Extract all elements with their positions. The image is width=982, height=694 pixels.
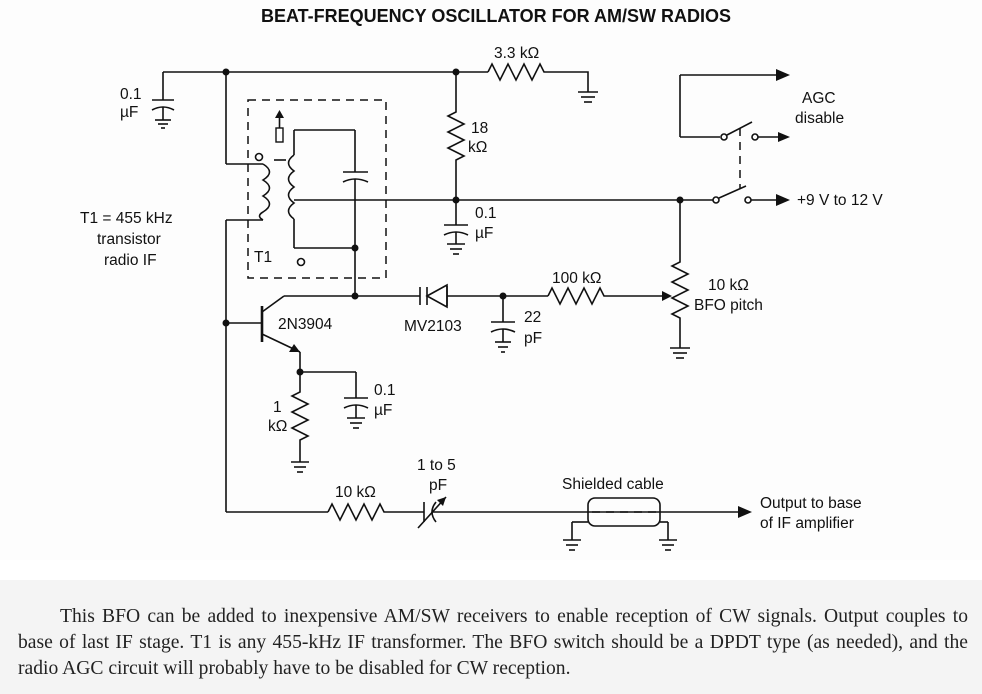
cable-label: Shielded cable [562,476,664,493]
c-22pf-value-label: 22 [524,309,541,326]
trimmer-value-label: 1 to 5 [417,457,456,474]
shielded-cable: Shielded cable [562,476,677,551]
capacitor-c1: 0.1 µF [120,72,175,129]
top-rail [163,68,488,76]
collector-line [261,244,420,313]
t1-desc-line3: radio IF [104,252,157,269]
t1-primary-coil [226,152,271,221]
supply-line [294,196,713,204]
r-3k3-label: 3.3 kΩ [494,45,539,62]
t1-tuning-capacitor [342,130,369,248]
trimmer-unit-label: pF [429,477,447,494]
capacitor-22pf: 22 pF [490,296,542,353]
r-1k-unit-label: kΩ [268,418,287,435]
c-emitter-value-label: 0.1 [374,382,396,399]
t1-secondary-coil [274,129,355,267]
emitter-network: 1 kΩ 0.1 µF [268,368,396,473]
varactor-label: MV2103 [404,318,462,335]
agc-label-line1: AGC [802,90,836,107]
resistor-3k3: 3.3 kΩ [487,45,598,103]
c-emitter-unit-label: µF [374,402,392,419]
c1-unit-label: µF [120,104,138,121]
r-18k-value-label: 18 [471,120,488,137]
t1-label: T1 [254,249,272,266]
resistor-100k: 100 kΩ [547,270,672,306]
r-100k-label: 100 kΩ [552,270,602,287]
output-path: 10 kΩ 1 to 5 pF Output to base of IF amp… [327,457,862,532]
left-bus [222,72,328,513]
pot-value-label: 10 kΩ [708,277,749,294]
output-label-line2: of IF amplifier [760,515,854,532]
c2-value-label: 0.1 [475,205,497,222]
c-22pf-unit-label: pF [524,330,542,347]
transistor-label: 2N3904 [278,316,333,333]
diagram-title: BEAT-FREQUENCY OSCILLATOR FOR AM/SW RADI… [261,6,731,26]
bfo-schematic: BEAT-FREQUENCY OSCILLATOR FOR AM/SW RADI… [80,6,883,551]
c1-value-label: 0.1 [120,86,142,103]
caption-box: This BFO can be added to inexpensive AM/… [0,580,982,694]
potentiometer-bfo-pitch: 10 kΩ BFO pitch [670,200,763,359]
schematic-figure: BEAT-FREQUENCY OSCILLATOR FOR AM/SW RADI… [80,6,884,551]
tuning-slug-icon [275,110,284,143]
dpdt-switch: AGC disable +9 V to 12 V [679,69,883,209]
capacitor-c2: 0.1 µF [443,200,497,255]
c2-unit-label: µF [475,225,493,242]
transistor-2n3904: 2N3904 [226,306,333,372]
r-18k-unit-label: kΩ [468,139,487,156]
resistor-18k: 18 kΩ [446,72,488,200]
varactor-diode: MV2103 [404,283,548,335]
figure-caption: This BFO can be added to inexpensive AM/… [18,606,968,679]
t1-desc-line1: T1 = 455 kHz [80,210,173,227]
r-10k-label: 10 kΩ [335,484,376,501]
t1-shield-box [247,99,387,279]
t1-desc-line2: transistor [97,231,161,248]
pot-name-label: BFO pitch [694,297,763,314]
output-label-line1: Output to base [760,495,862,512]
supply-label: +9 V to 12 V [797,192,883,209]
r-1k-value-label: 1 [273,399,282,416]
agc-label-line2: disable [795,110,844,127]
